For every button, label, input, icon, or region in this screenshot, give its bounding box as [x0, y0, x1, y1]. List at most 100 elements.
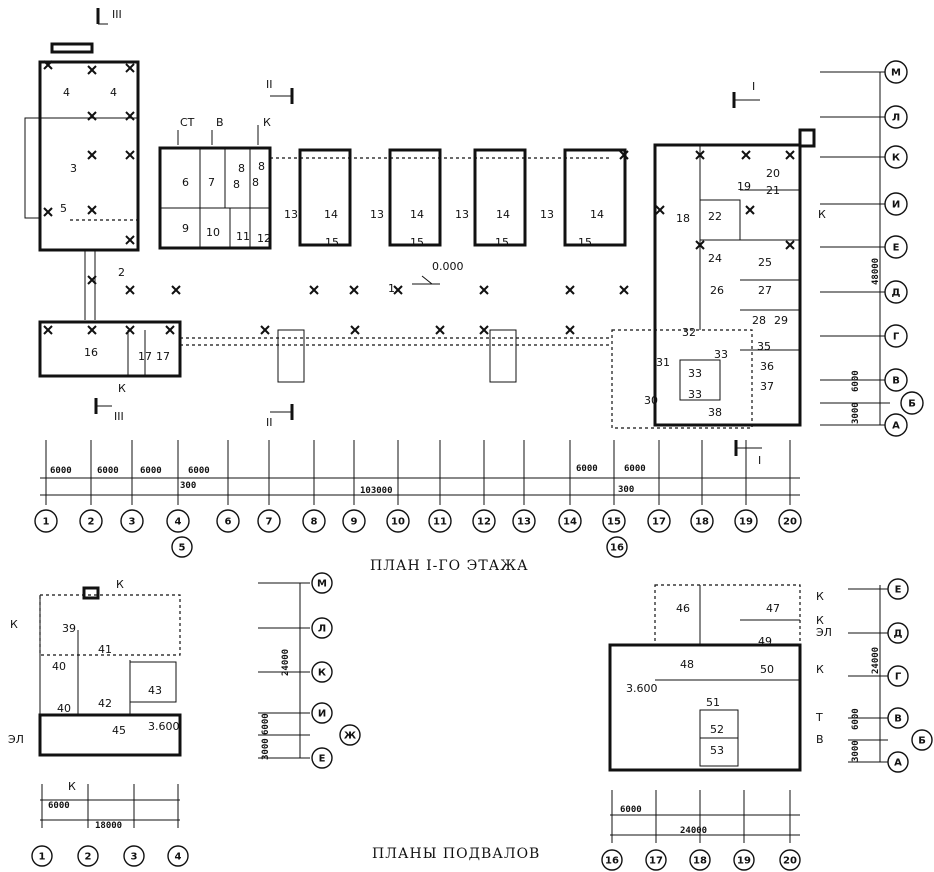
room-label: 32: [682, 326, 696, 339]
marker-label: К: [263, 116, 271, 129]
room-label: 33: [714, 348, 728, 361]
room-label: 49: [758, 635, 772, 648]
section-label: III: [114, 410, 124, 423]
main-axis-grid: 6000 6000 6000 6000 300 103000 6000 6000…: [34, 440, 802, 558]
axis-bubble: М: [884, 60, 908, 84]
room-label: 26: [710, 284, 724, 297]
axis-bubble: 8: [302, 509, 326, 533]
axis-bubble: К: [311, 661, 333, 683]
room-label: 20: [766, 167, 780, 180]
room-label: 8: [233, 178, 240, 191]
dimension-label: 103000: [360, 486, 393, 496]
axis-bubble: 6: [216, 509, 240, 533]
room-label: 15: [578, 236, 592, 249]
column-cross: [125, 285, 135, 295]
dimension-label: 24000: [871, 647, 881, 674]
dimension-label: 24000: [680, 826, 707, 836]
axis-bubble: 2: [79, 509, 103, 533]
axis-bubble: А: [887, 751, 909, 773]
level-mark: 3.600: [148, 720, 180, 733]
room-label: 4: [63, 86, 70, 99]
basement-right-plan: 46 47 48 49 50 51 52 53 3.600 К К К ЭЛ Т…: [601, 578, 933, 871]
axis-bubble: 13: [512, 509, 536, 533]
room-label: 41: [98, 643, 112, 656]
column-cross: [125, 235, 135, 245]
dimension-label: 48000: [871, 258, 881, 285]
room-label: 38: [708, 406, 722, 419]
room-label: 8: [252, 176, 259, 189]
column-cross: [260, 325, 270, 335]
section-label: I: [752, 80, 755, 93]
column-cross: [393, 285, 403, 295]
column-cross: [43, 207, 53, 217]
room-label: 39: [62, 622, 76, 635]
marker-label: В: [816, 733, 824, 746]
axis-label: К: [318, 668, 327, 679]
axis-label: 15: [607, 517, 621, 528]
column-cross: [87, 325, 97, 335]
room-label: 22: [708, 210, 722, 223]
room-label: 51: [706, 696, 720, 709]
axis-bubble: Б: [900, 391, 924, 415]
axis-bubble: 2: [77, 845, 99, 867]
main-floor-plan: 1 2 3 4 4 5 6 7 8 8 8 8 9 10 11 12 13 13…: [24, 8, 826, 467]
dimension-label: 6000: [97, 466, 119, 476]
axis-label: 14: [563, 517, 577, 528]
axis-bubble: Л: [311, 617, 333, 639]
axis-label: 4: [175, 517, 182, 528]
column-cross: [43, 325, 53, 335]
column-cross: [785, 240, 795, 250]
room-label: 43: [148, 684, 162, 697]
column-cross: [695, 150, 705, 160]
dimension-label: 3000: [851, 740, 861, 762]
marker-label: В: [216, 116, 224, 129]
axis-bubble: 16: [606, 536, 628, 558]
caption-main-floor: ПЛАН I-ГО ЭТАЖА: [370, 558, 529, 574]
basement-left-plan: 39 40 40 41 42 43 45 3.600 К К К ЭЛ 6000…: [8, 572, 361, 867]
axis-bubble: 18: [689, 849, 711, 871]
axis-bubble: М: [311, 572, 333, 594]
column-cross: [125, 63, 135, 73]
axis-label: Л: [892, 113, 900, 124]
axis-bubble: 18: [690, 509, 714, 533]
axis-label: 11: [433, 517, 447, 528]
column-cross: [435, 325, 445, 335]
room-label: 4: [110, 86, 117, 99]
section-label: I: [758, 454, 761, 467]
axis-bubble: Е: [887, 578, 909, 600]
dimension-label: 6000: [50, 466, 72, 476]
axis-label: 6: [225, 517, 232, 528]
column-marks: [43, 60, 795, 335]
axis-label: И: [892, 200, 900, 211]
axis-bubble: Л: [884, 105, 908, 129]
axis-bubble: 11: [428, 509, 452, 533]
room-label: 7: [208, 176, 215, 189]
axis-label: И: [318, 709, 326, 720]
axis-label: 10: [391, 517, 405, 528]
dimension-label: 6000: [188, 466, 210, 476]
axis-label: 2: [85, 852, 92, 863]
axis-bubble: 20: [778, 509, 802, 533]
room-label: 52: [710, 723, 724, 736]
axis-label: Е: [319, 754, 326, 765]
section-label: III: [112, 8, 122, 21]
axis-label: 7: [266, 517, 273, 528]
marker-label: Т: [815, 711, 823, 724]
axis-label: 17: [649, 856, 663, 867]
axis-label: 18: [693, 856, 707, 867]
level-mark: 3.600: [626, 682, 658, 695]
axis-label: 17: [652, 517, 666, 528]
room-label: 33: [688, 367, 702, 380]
axis-label: В: [892, 376, 900, 387]
axis-bubble: 14: [558, 509, 582, 533]
section-label: II: [266, 416, 273, 429]
section-label: II: [266, 78, 273, 91]
column-cross: [87, 111, 97, 121]
dimension-label: 6000: [140, 466, 162, 476]
column-cross: [87, 275, 97, 285]
axis-label: 20: [783, 856, 797, 867]
axis-bubble: Е: [884, 235, 908, 259]
room-label: 19: [737, 180, 751, 193]
axis-label: Г: [893, 332, 900, 343]
